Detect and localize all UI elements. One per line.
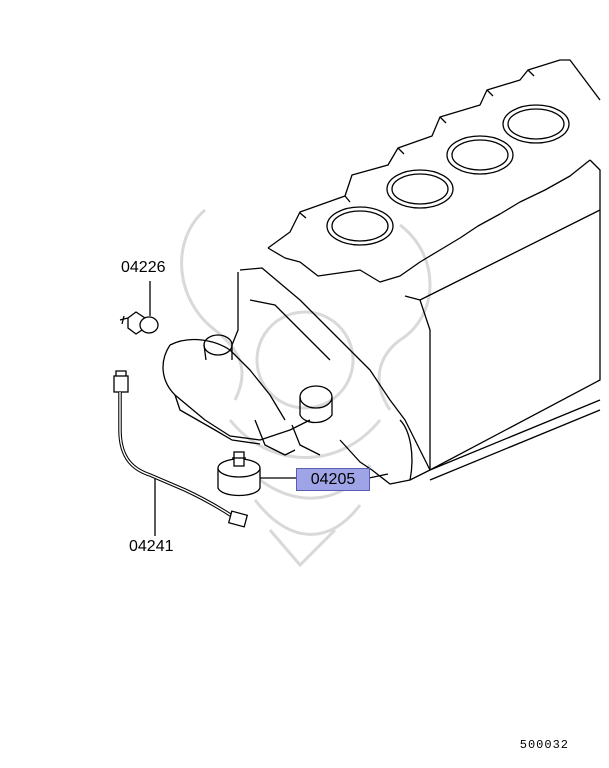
part-number-04226[interactable]: 04226	[121, 259, 166, 276]
part-04205-pressure-switch[interactable]	[217, 451, 389, 497]
part-number-04241[interactable]: 04241	[129, 538, 174, 555]
part-number-04205-highlighted[interactable]: 04205	[296, 468, 370, 491]
engine-block	[162, 59, 601, 485]
part-04241-harness[interactable]	[113, 370, 249, 536]
diagram-code: 500032	[519, 738, 569, 752]
part-04226-knock-sensor[interactable]	[119, 281, 159, 335]
leader-line-04205-to-block	[368, 473, 389, 479]
watermark-emblem	[180, 208, 432, 568]
